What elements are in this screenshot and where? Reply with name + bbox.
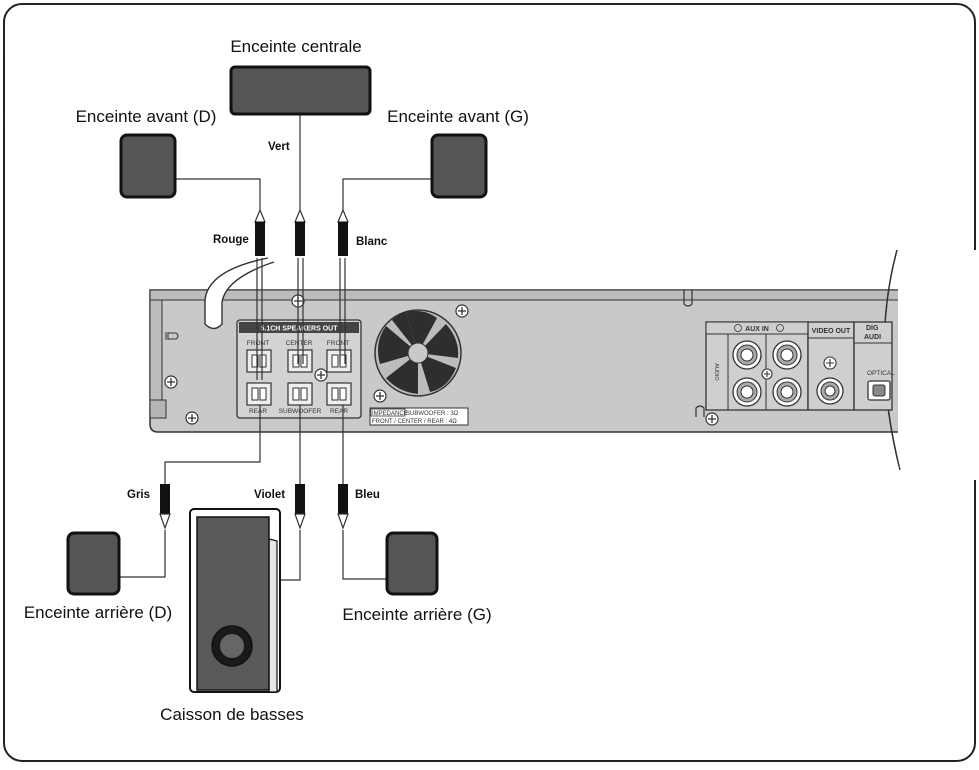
plug-rear-right <box>159 484 171 530</box>
cooling-fan-icon <box>374 309 462 397</box>
video-out-label: VIDEO OUT <box>812 328 851 335</box>
speaker-wires <box>118 90 432 581</box>
speakers-out-panel: 5.1CH SPEAKERS OUT FRONT CENTER FRONT RE… <box>236 319 362 419</box>
screw-icon <box>761 368 773 380</box>
terminal-front-right[interactable] <box>246 349 272 373</box>
screw-icon <box>823 356 837 370</box>
rear-terminal-label: REAR <box>330 408 348 415</box>
terminal-front-left[interactable] <box>326 349 352 373</box>
digital-audio-label: DIG <box>866 325 879 332</box>
screw-icon <box>705 412 719 426</box>
wire-color-front-left: Blanc <box>356 236 388 248</box>
rear-right-speaker-label: Enceinte arrière (D) <box>24 603 172 622</box>
front-left-speaker-label: Enceinte avant (G) <box>387 107 529 126</box>
optical-jack[interactable] <box>867 380 891 401</box>
front-terminal-label: FRONT <box>247 340 269 347</box>
plug-front-right <box>254 208 266 256</box>
front-terminal-label: FRONT <box>327 340 349 347</box>
aux-jack-right[interactable] <box>772 340 802 370</box>
audio-label: AUDIO <box>713 363 719 381</box>
plug-rear-left <box>337 484 349 530</box>
screw-icon <box>455 304 469 318</box>
svg-text:SUBWOOFER : 3Ω: SUBWOOFER : 3Ω <box>406 411 459 417</box>
video-out-jack[interactable] <box>816 377 844 405</box>
center-speaker <box>229 65 372 116</box>
aux-in-label: AUX IN <box>745 326 769 333</box>
wire-color-rear-left: Bleu <box>355 489 380 501</box>
optical-label: OPTICAL <box>867 370 895 377</box>
digital-audio-label: AUDI <box>864 334 881 341</box>
screw-icon <box>373 389 387 403</box>
terminal-subwoofer[interactable] <box>287 382 313 406</box>
cable-loop <box>204 257 275 330</box>
speakers-out-title: 5.1CH SPEAKERS OUT <box>260 326 338 333</box>
screw-icon <box>314 368 328 382</box>
terminal-rear-right[interactable] <box>246 382 272 406</box>
front-right-speaker-label: Enceinte avant (D) <box>76 107 217 126</box>
aux-jack-left[interactable] <box>732 377 762 407</box>
subwoofer-label: Caisson de basses <box>160 705 304 724</box>
impedance-label: IMPEDANCE SUBWOOFER : 3Ω FRONT / CENTER … <box>369 407 469 426</box>
rear-terminal-label: REAR <box>249 408 267 415</box>
center-speaker-label: Enceinte centrale <box>230 37 361 56</box>
terminal-center[interactable] <box>287 349 313 373</box>
aux-video-panel: AUX IN AUDIO <box>705 321 895 411</box>
front-left-speaker <box>430 133 488 199</box>
svg-text:IMPEDANCE: IMPEDANCE <box>372 411 408 417</box>
wire-color-subwoofer: Violet <box>254 489 285 501</box>
screw-icon <box>164 375 178 389</box>
rear-left-speaker-label: Enceinte arrière (G) <box>342 605 491 624</box>
wire-color-front-right: Rouge <box>213 234 249 246</box>
wire-color-center: Vert <box>268 141 290 153</box>
rear-left-speaker <box>385 531 439 596</box>
subwoofer-speaker <box>189 508 281 693</box>
rear-right-speaker <box>66 531 121 596</box>
plug-subwoofer <box>294 484 306 530</box>
center-terminal-label: CENTER <box>286 340 313 347</box>
aux-jack-left[interactable] <box>732 340 762 370</box>
wire-color-rear-right: Gris <box>127 489 150 501</box>
terminal-rear-left[interactable] <box>326 382 352 406</box>
svg-text:FRONT / CENTER / REAR : 4Ω: FRONT / CENTER / REAR : 4Ω <box>372 419 457 425</box>
plug-front-left <box>337 208 349 256</box>
screw-icon <box>185 411 199 425</box>
aux-jack-right[interactable] <box>772 377 802 407</box>
front-right-speaker <box>119 133 177 199</box>
receiver-unit: 5.1CH SPEAKERS OUT FRONT CENTER FRONT RE… <box>149 249 978 480</box>
plug-center <box>294 208 306 256</box>
